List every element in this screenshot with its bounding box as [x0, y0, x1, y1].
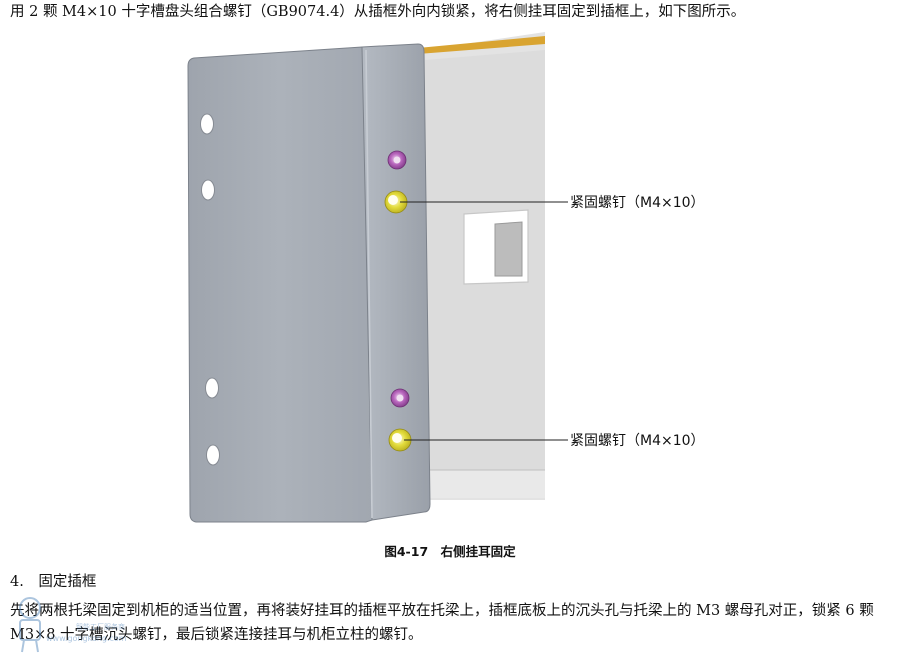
- watermark-robot-icon: [19, 597, 41, 653]
- intro-paragraph: 用 2 颗 M4×10 十字槽盘头组合螺钉（GB9074.4）从插框外向内锁紧，…: [10, 4, 746, 20]
- watermark-subtitle: 智能工厂服务商: [76, 623, 125, 631]
- screw-yellow-top: [384, 190, 408, 214]
- chassis-top-edge: [418, 36, 545, 54]
- callout-label-top: 紧固螺钉（M4×10）: [570, 195, 705, 211]
- screw-purple-bottom: [390, 388, 410, 408]
- chassis-body: [410, 32, 545, 500]
- watermark: www.gongkong.com 智能工厂服务商: [6, 588, 136, 658]
- mounting-hole: [201, 179, 215, 201]
- screw-purple-top: [387, 150, 407, 170]
- mounting-hole: [206, 444, 220, 466]
- watermark-url: www.gongkong.com: [46, 634, 127, 643]
- figure-caption: 图4-17 右侧挂耳固定: [384, 544, 516, 559]
- section-heading: 4. 固定插框: [10, 574, 97, 590]
- right-ear-figure: [187, 32, 568, 523]
- section-paragraph: 先将两根托梁固定到机柜的适当位置，再将装好挂耳的插框平放在托梁上，插框底板上的沉…: [10, 603, 874, 643]
- chassis-window: [463, 209, 529, 285]
- mounting-hole: [200, 113, 214, 135]
- ear-plate: [187, 46, 373, 523]
- ear-flange: [361, 43, 431, 521]
- callout-label-bottom: 紧固螺钉（M4×10）: [570, 433, 705, 449]
- mounting-hole: [205, 377, 219, 399]
- mounting-holes: [200, 113, 220, 466]
